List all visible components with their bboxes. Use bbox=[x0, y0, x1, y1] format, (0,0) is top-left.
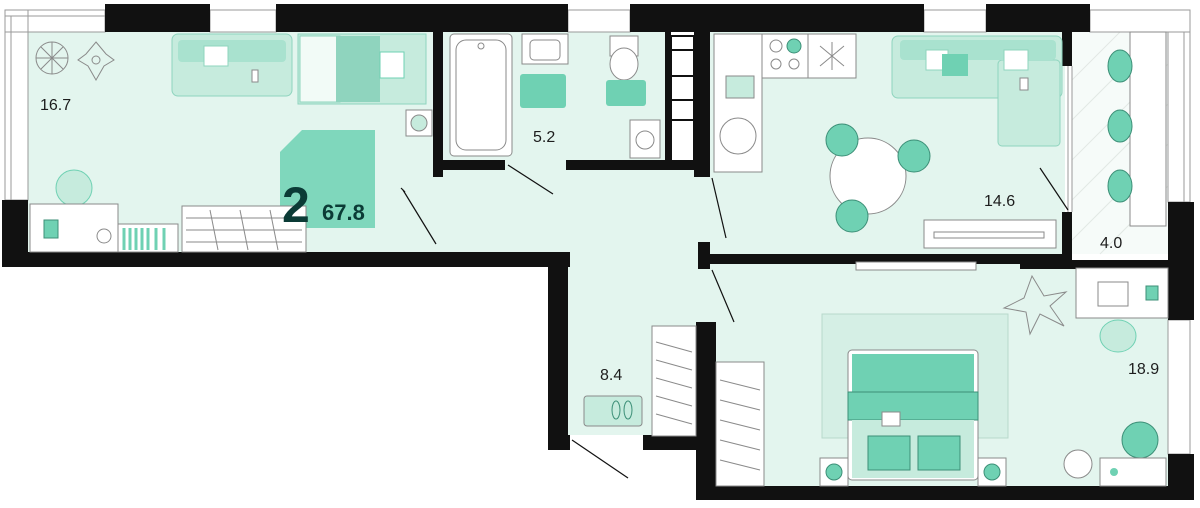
washing-machine bbox=[629, 119, 661, 159]
pillow bbox=[1003, 49, 1029, 71]
plant-icon bbox=[1002, 274, 1068, 336]
chair bbox=[55, 169, 93, 207]
hallway-furniture bbox=[583, 325, 697, 437]
tv-stand bbox=[923, 219, 1057, 249]
pillow bbox=[867, 435, 911, 471]
plant-icon bbox=[77, 41, 115, 82]
pillow bbox=[203, 45, 229, 67]
book-icon bbox=[881, 411, 901, 427]
pouf bbox=[1121, 421, 1159, 459]
vanity bbox=[1099, 457, 1167, 487]
plant-icon bbox=[1063, 449, 1093, 479]
shoe-mat bbox=[583, 395, 643, 427]
bath-mat bbox=[520, 74, 566, 108]
room-left-furniture bbox=[29, 33, 433, 253]
toilet-mat bbox=[606, 80, 646, 106]
kitchen-counter bbox=[713, 33, 763, 173]
pillow bbox=[917, 435, 961, 471]
kitchen-sink bbox=[719, 117, 757, 155]
plant-icon bbox=[96, 228, 112, 244]
walls bbox=[2, 4, 1194, 500]
chair bbox=[1107, 109, 1133, 143]
desk bbox=[29, 203, 119, 253]
utility-shelves bbox=[670, 35, 695, 163]
tablet-icon bbox=[1145, 285, 1159, 301]
radiator bbox=[855, 261, 977, 271]
area-badge bbox=[280, 130, 375, 228]
plant-icon bbox=[35, 41, 69, 75]
tablet-icon bbox=[43, 219, 59, 239]
laptop-icon bbox=[1097, 281, 1129, 307]
cutting-board bbox=[725, 75, 755, 99]
balcony-bench bbox=[1129, 31, 1167, 227]
chair bbox=[897, 139, 931, 173]
pillow bbox=[379, 51, 405, 79]
room-area-kitchen-living: 14.6 bbox=[984, 193, 1015, 210]
bathroom-furniture bbox=[449, 33, 661, 159]
floor-hallway bbox=[433, 160, 710, 260]
room-area-bathroom: 5.2 bbox=[533, 129, 555, 146]
room-area-hallway: 8.4 bbox=[600, 367, 622, 384]
room-area-balcony: 4.0 bbox=[1100, 235, 1122, 252]
kitchen-furniture bbox=[713, 31, 1167, 249]
bathtub bbox=[449, 33, 513, 157]
room-area-living-left: 16.7 bbox=[40, 97, 71, 114]
chair bbox=[825, 123, 859, 157]
pillow bbox=[942, 54, 968, 76]
chair bbox=[835, 199, 869, 233]
rooms-count: 2 bbox=[282, 177, 310, 233]
chair bbox=[1107, 49, 1133, 83]
balcony-glazing bbox=[1067, 66, 1073, 212]
total-area: 67.8 bbox=[322, 200, 365, 225]
stove bbox=[761, 33, 809, 79]
room-area-bedroom: 18.9 bbox=[1128, 361, 1159, 378]
doors bbox=[400, 164, 1069, 479]
chair bbox=[1099, 319, 1137, 353]
chair bbox=[1107, 169, 1133, 203]
hallway-wardrobe bbox=[651, 325, 697, 437]
bedroom-furniture bbox=[715, 261, 1169, 487]
